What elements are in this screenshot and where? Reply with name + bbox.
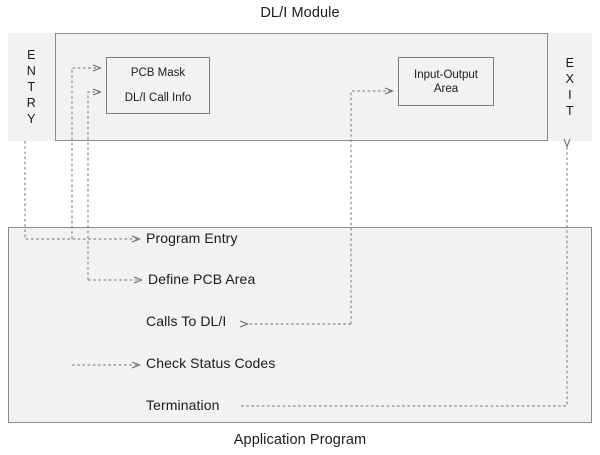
entry-band: E N T R Y [8,33,56,141]
pcb-mask-box: PCB Mask DL/I Call Info [106,57,210,114]
exit-letter-4: T [565,104,575,118]
io-area-label-line1: Input-Output [414,68,478,81]
exit-band: E X I T [547,33,592,141]
dli-module-title: DL/I Module [260,5,340,21]
step-define-pcb-area: Define PCB Area [148,271,256,287]
step-check-status-codes: Check Status Codes [146,355,276,371]
entry-letter-4: R [26,96,37,110]
exit-letter-3: I [568,88,572,102]
application-program-title: Application Program [233,432,367,448]
wire-entry-to-program-entry [24,141,139,239]
exit-letter-2: X [565,72,575,86]
step-termination: Termination [146,397,220,413]
entry-letter-2: N [26,64,37,78]
exit-letter-1: E [565,56,575,70]
entry-letter-5: Y [27,112,36,126]
entry-band-label: E N T R Y [27,47,36,127]
io-area-label-line2: Area [433,82,459,95]
dli-module-panel [8,33,592,141]
step-calls-to-dli: Calls To DL/I [146,313,227,329]
pcb-mask-label: PCB Mask [130,67,186,79]
step-program-entry: Program Entry [146,230,238,246]
entry-letter-1: E [27,48,36,62]
application-program-panel [8,227,592,423]
entry-letter-3: T [27,80,36,94]
exit-band-label: E X I T [566,55,575,119]
dli-call-info-label: DL/I Call Info [124,92,192,104]
input-output-area-box: Input-Output Area [398,57,494,106]
